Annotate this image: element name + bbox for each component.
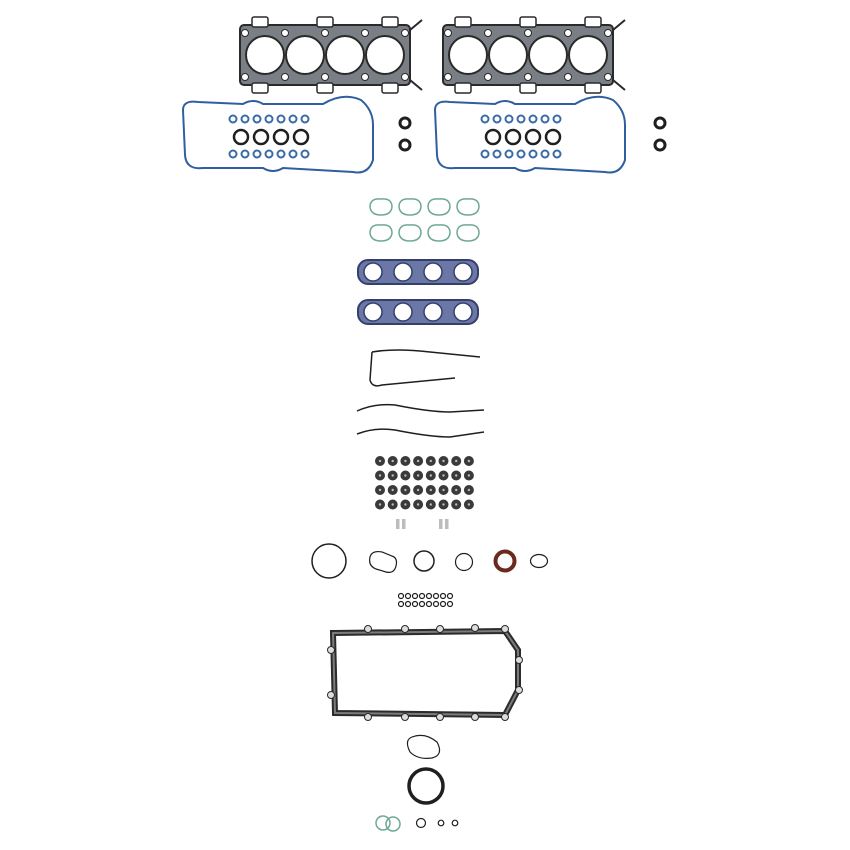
exhaust-gasket-lower (357, 299, 479, 325)
side-oring (398, 116, 412, 130)
valve-cover-gasket-left (181, 95, 374, 174)
oil-pan-gasket (327, 624, 523, 721)
bottom-small-seals (375, 815, 459, 832)
side-oring (398, 138, 412, 152)
side-oring (653, 116, 667, 130)
head-gasket-left (239, 16, 423, 94)
valve-stem-seals (375, 456, 474, 510)
exhaust-gasket-upper (357, 259, 479, 285)
intake-manifold-gaskets (369, 198, 480, 242)
side-oring (653, 138, 667, 152)
tiny-orings (397, 592, 454, 608)
oil-pickup-gasket (406, 734, 441, 759)
rear-main-seal (407, 767, 445, 805)
head-gasket-right (442, 16, 626, 94)
misc-orings-row (311, 543, 549, 579)
valve-cover-gasket-right (433, 95, 626, 174)
dowel-pins (396, 519, 449, 529)
timing-cover-seals (356, 349, 485, 438)
